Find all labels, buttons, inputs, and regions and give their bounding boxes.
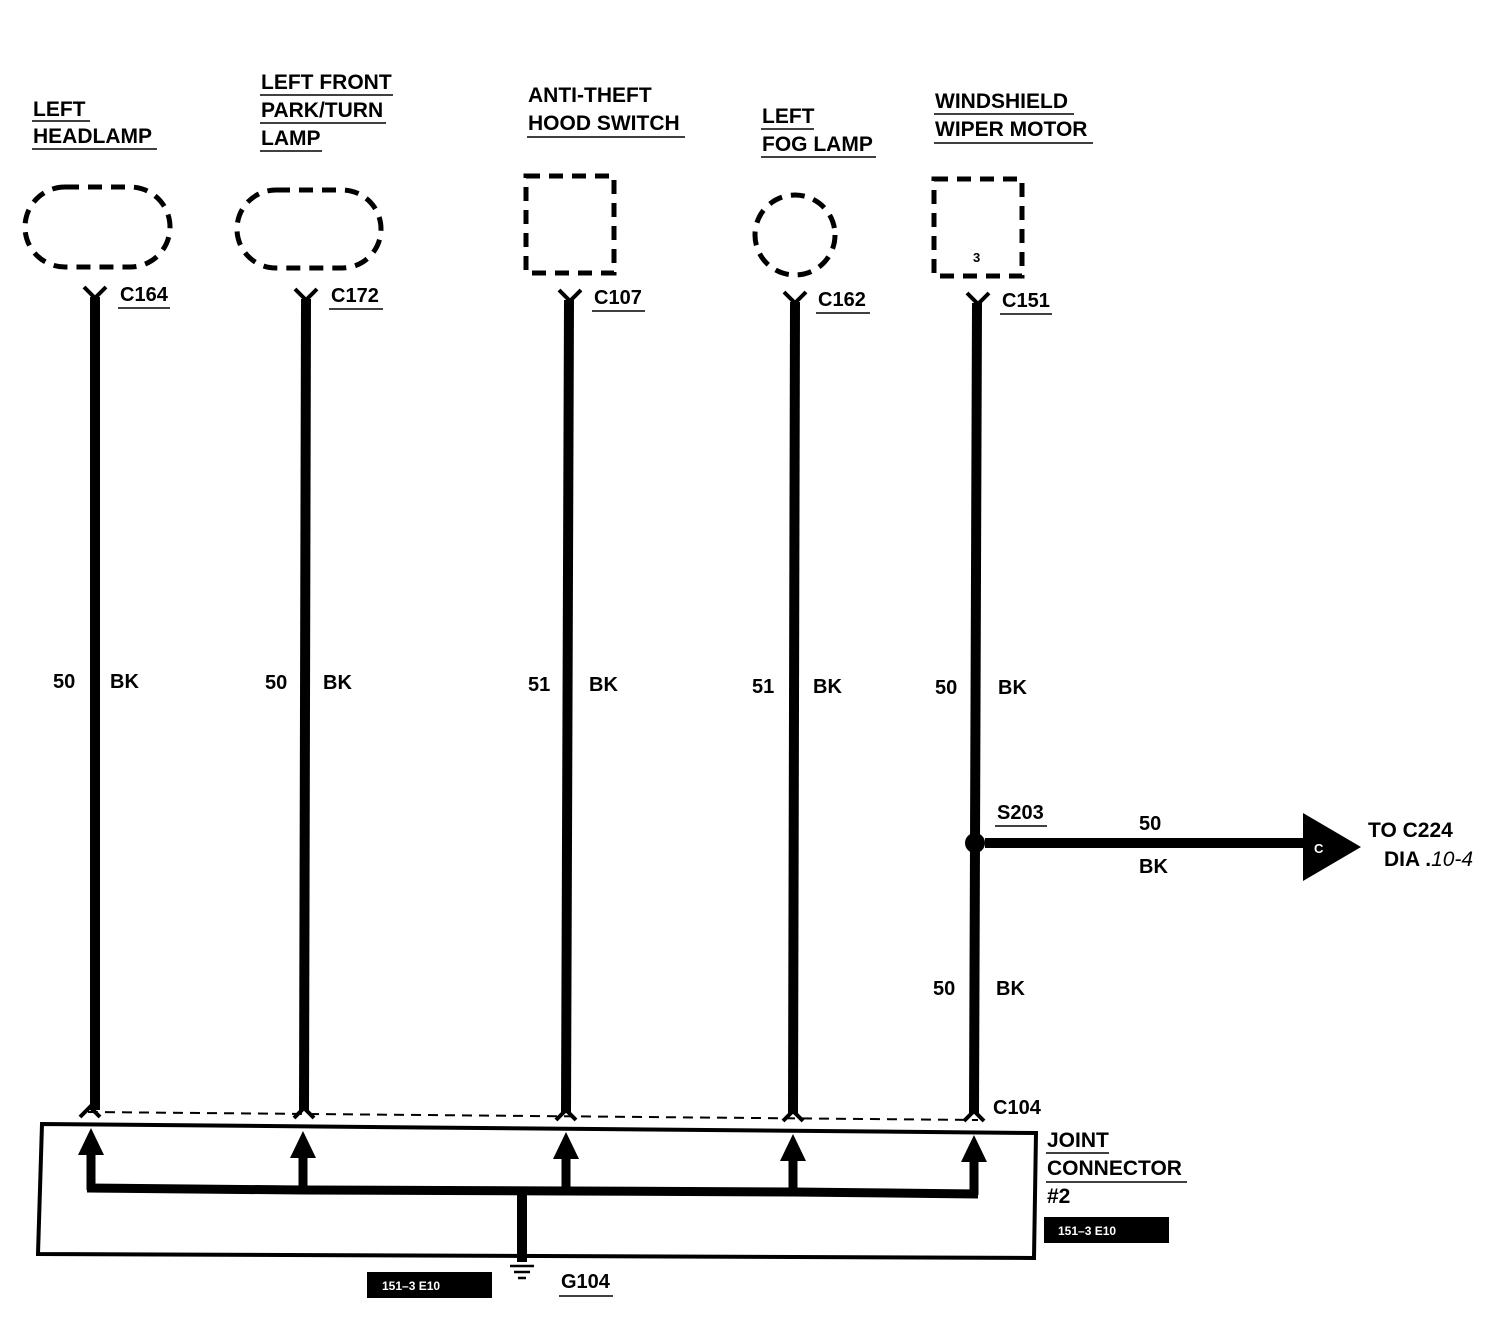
component-label-line: LEFT: [762, 105, 815, 128]
component-label-line: ANTI-THEFT: [528, 84, 652, 107]
ground-g104: 151–3 E10 G104: [367, 1264, 613, 1298]
wire: [788, 301, 800, 1114]
component-label-line: HEADLAMP: [33, 125, 152, 148]
splice-id: S203: [997, 802, 1044, 824]
arrow-up-icon: [780, 1134, 806, 1161]
wire-color: BK: [110, 671, 139, 693]
arrow-up-icon: [553, 1132, 579, 1159]
reference-badge: [1044, 1217, 1169, 1243]
connector-terminal-icon: [78, 1104, 102, 1119]
hood-switch-box-outline: [523, 173, 617, 276]
ground-id: G104: [561, 1271, 611, 1293]
wire-gauge: 51: [528, 674, 550, 696]
connector-terminal-icon: [782, 290, 808, 306]
component-left-fog-lamp: LEFT FOG LAMP C162 51 BK: [752, 105, 876, 1114]
wire: [561, 299, 574, 1113]
arrow-up-icon: [290, 1131, 316, 1158]
reference-badge: [367, 1272, 492, 1298]
lower-wire-gauge: 50: [933, 978, 955, 1000]
connector-terminal-icon: [965, 291, 991, 307]
splice-dot: [965, 833, 985, 853]
component-label-line: LEFT FRONT: [261, 71, 392, 94]
component-label-line: WINDSHIELD: [935, 90, 1068, 113]
wire-gauge: 50: [53, 671, 75, 693]
connector-terminal-icon: [554, 1107, 578, 1122]
wire: [299, 298, 311, 1111]
component-windshield-wiper-motor: WINDSHIELD WIPER MOTOR 3 C151 50 BK: [931, 90, 1093, 1114]
component-left-front-park-turn-lamp: LEFT FRONT PARK/TURN LAMP C172 50 BK: [234, 71, 393, 1111]
arrow-letter: C: [1314, 841, 1324, 856]
fog-lamp-circle-outline: [752, 192, 838, 278]
component-label-line: WIPER MOTOR: [935, 118, 1087, 141]
park-turn-lamp-oval-outline: [234, 187, 384, 271]
joint-connector-box: [35, 1121, 1039, 1261]
wire-color: BK: [813, 676, 842, 698]
connector-id: C162: [818, 289, 866, 311]
component-label-line: PARK/TURN: [261, 99, 383, 122]
component-label-line: HOOD SWITCH: [528, 112, 680, 135]
splice-s203: S203 50 BK C TO C224 DIA .10-4 50 BK: [933, 802, 1473, 1000]
connector-terminal-icon: [557, 288, 583, 304]
reference-badge-text: 151–3 E10: [382, 1279, 440, 1293]
arrow-up-icon: [961, 1135, 987, 1162]
bus-bar: [86, 1183, 979, 1199]
destination-page: 10-4: [1431, 848, 1473, 871]
pin-number: 3: [973, 250, 980, 265]
component-label-line: FOG LAMP: [762, 133, 873, 156]
component-left-headlamp: LEFT HEADLAMP C164 50 BK: [22, 98, 173, 1110]
wire-color: BK: [323, 672, 352, 694]
connector-terminal-icon: [293, 287, 319, 303]
connector-id: C107: [594, 287, 642, 309]
destination-line-1: TO C224: [1368, 819, 1453, 842]
connector-terminal-icon: [292, 1105, 316, 1120]
connector-terminal-icon: [781, 1108, 805, 1123]
wire-gauge: 50: [935, 677, 957, 699]
component-anti-theft-hood-switch: ANTI-THEFT HOOD SWITCH C107 51 BK: [523, 84, 685, 1113]
wire-color: BK: [589, 674, 618, 696]
destination-line-2: DIA .10-4: [1384, 848, 1473, 871]
joint-connector: C104 JOINT CONNECTOR #2 151–3 E10: [35, 1097, 1187, 1262]
arrow-right-icon: [1303, 813, 1361, 881]
lower-wire-color: BK: [996, 978, 1025, 1000]
destination-prefix: DIA .: [1384, 848, 1431, 871]
connector-terminal-icon: [962, 1108, 986, 1123]
headlamp-oval-outline: [22, 184, 173, 270]
joint-connector-label-line: CONNECTOR: [1047, 1157, 1182, 1180]
branch-wire-color: BK: [1139, 856, 1168, 878]
connector-dashed-line: [87, 1111, 979, 1121]
branch-wire-gauge: 50: [1139, 813, 1161, 835]
wire-gauge: 51: [752, 676, 774, 698]
connector-id: C164: [120, 284, 169, 306]
component-label-line: LAMP: [261, 127, 321, 150]
wire: [969, 302, 982, 1114]
connector-id: C172: [331, 285, 379, 307]
connector-id: C151: [1002, 290, 1050, 312]
joint-connector-label-line: JOINT: [1047, 1129, 1109, 1152]
connector-terminal-icon: [82, 285, 108, 301]
reference-badge-text: 151–3 E10: [1058, 1224, 1116, 1238]
wire-gauge: 50: [265, 672, 287, 694]
component-label-line: LEFT: [33, 98, 86, 121]
wire-color: BK: [998, 677, 1027, 699]
arrow-up-icon: [78, 1128, 104, 1155]
connector-id: C104: [993, 1097, 1042, 1119]
joint-connector-label-line: #2: [1047, 1185, 1070, 1208]
